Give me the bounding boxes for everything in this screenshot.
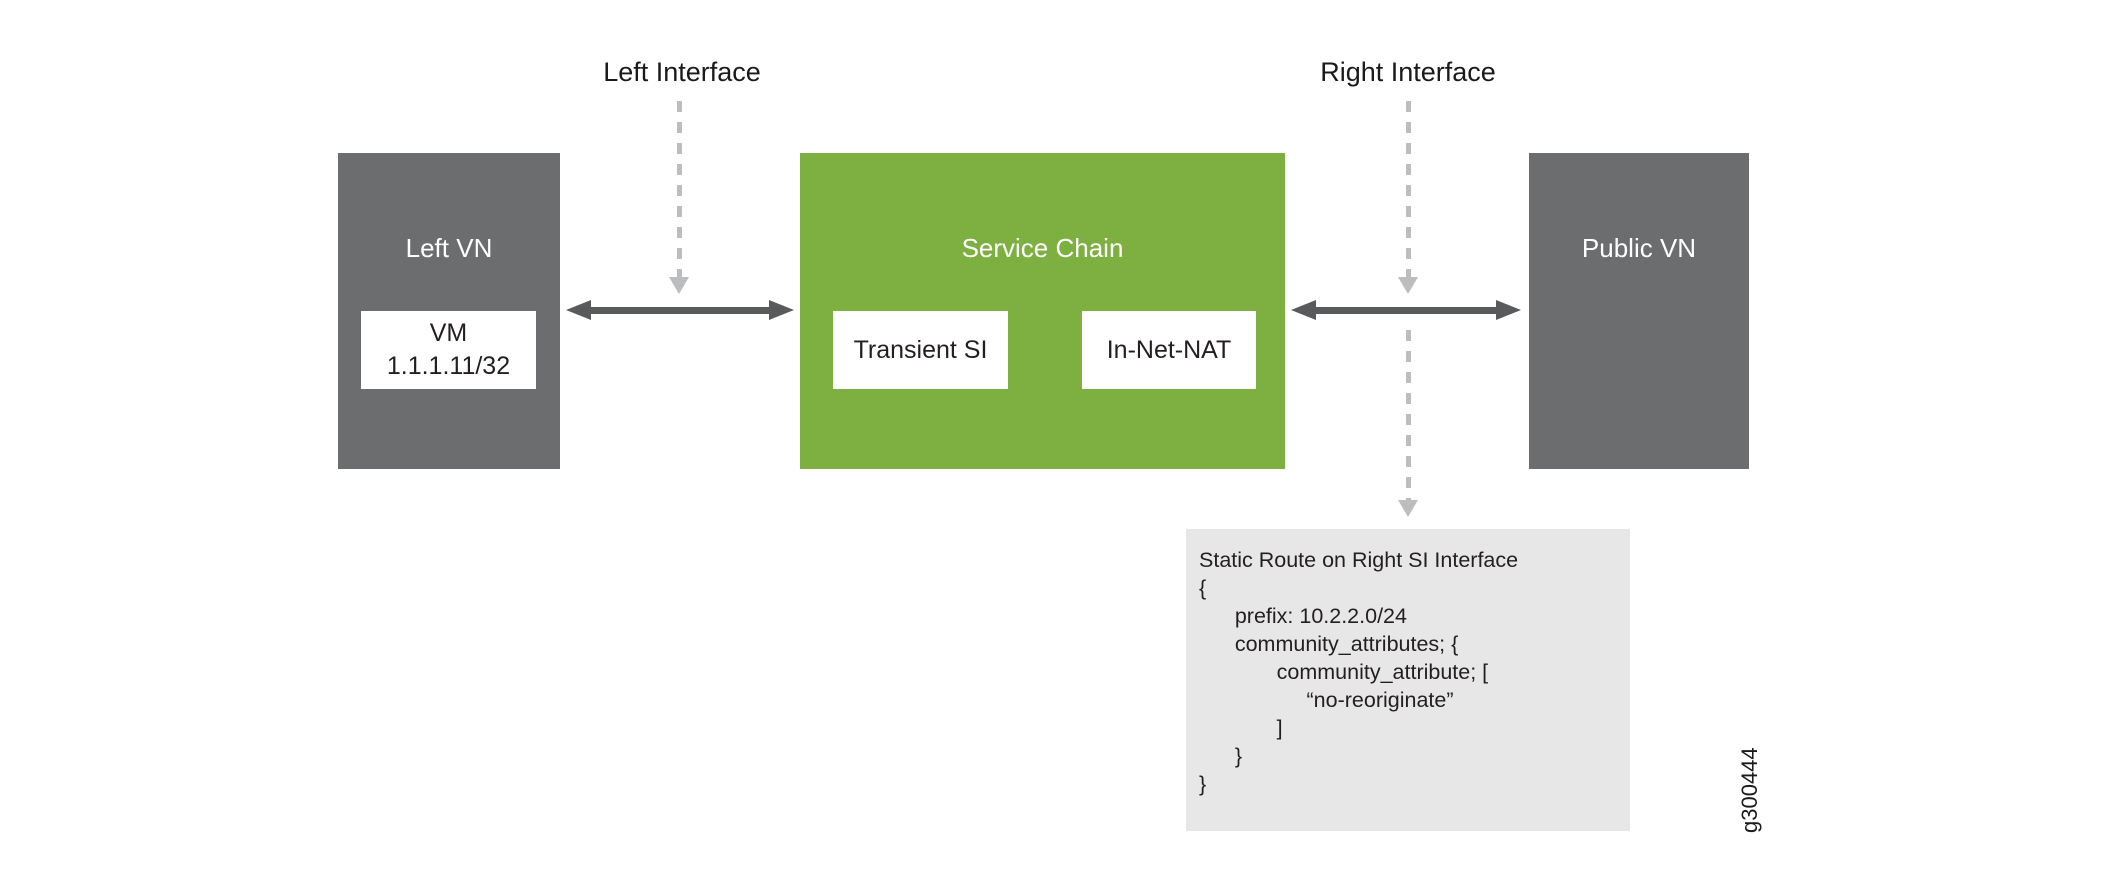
static-route-arrowhead-down-icon [1398,500,1418,517]
left-interface-arrowhead-down-icon [669,277,689,294]
static-route-box: Static Route on Right SI Interface { pre… [1186,529,1630,831]
right-interface-arrowhead-down-icon [1398,277,1418,294]
arrowhead-left-icon [566,300,591,320]
vm-label-line1: VM [429,319,468,347]
figure-id: g300444 [1737,747,1762,833]
right-interface-label: Right Interface [1320,57,1496,87]
arrowhead-right-icon [769,300,794,320]
arrowhead-left-icon [1291,300,1316,320]
service-box-in-net-nat: In-Net-NAT [1082,311,1256,389]
left-vn-label: Left VN [405,233,493,263]
right-interface-dashed-line-upper [1406,101,1411,277]
left-connection-arrow [566,300,794,320]
service-chain-label: Service Chain [961,233,1124,263]
left-interface-dashed-line [677,101,682,277]
arrow-line [591,306,769,314]
vm-box: VM 1.1.1.11/32 [361,311,536,389]
in-net-nat-label: In-Net-NAT [1106,335,1232,364]
transient-si-label: Transient SI [853,335,988,364]
arrowhead-right-icon [1496,300,1521,320]
left-interface-label: Left Interface [603,57,761,87]
service-box-transient-si: Transient SI [833,311,1008,389]
public-vn-label: Public VN [1581,233,1697,263]
arrow-line [1316,306,1496,314]
public-vn-box: Public VN [1529,153,1749,469]
static-route-code: Static Route on Right SI Interface { pre… [1199,548,1519,796]
right-connection-arrow [1291,300,1521,320]
vm-label-line2: 1.1.1.11/32 [386,352,511,380]
right-interface-dashed-line-lower [1406,330,1411,500]
